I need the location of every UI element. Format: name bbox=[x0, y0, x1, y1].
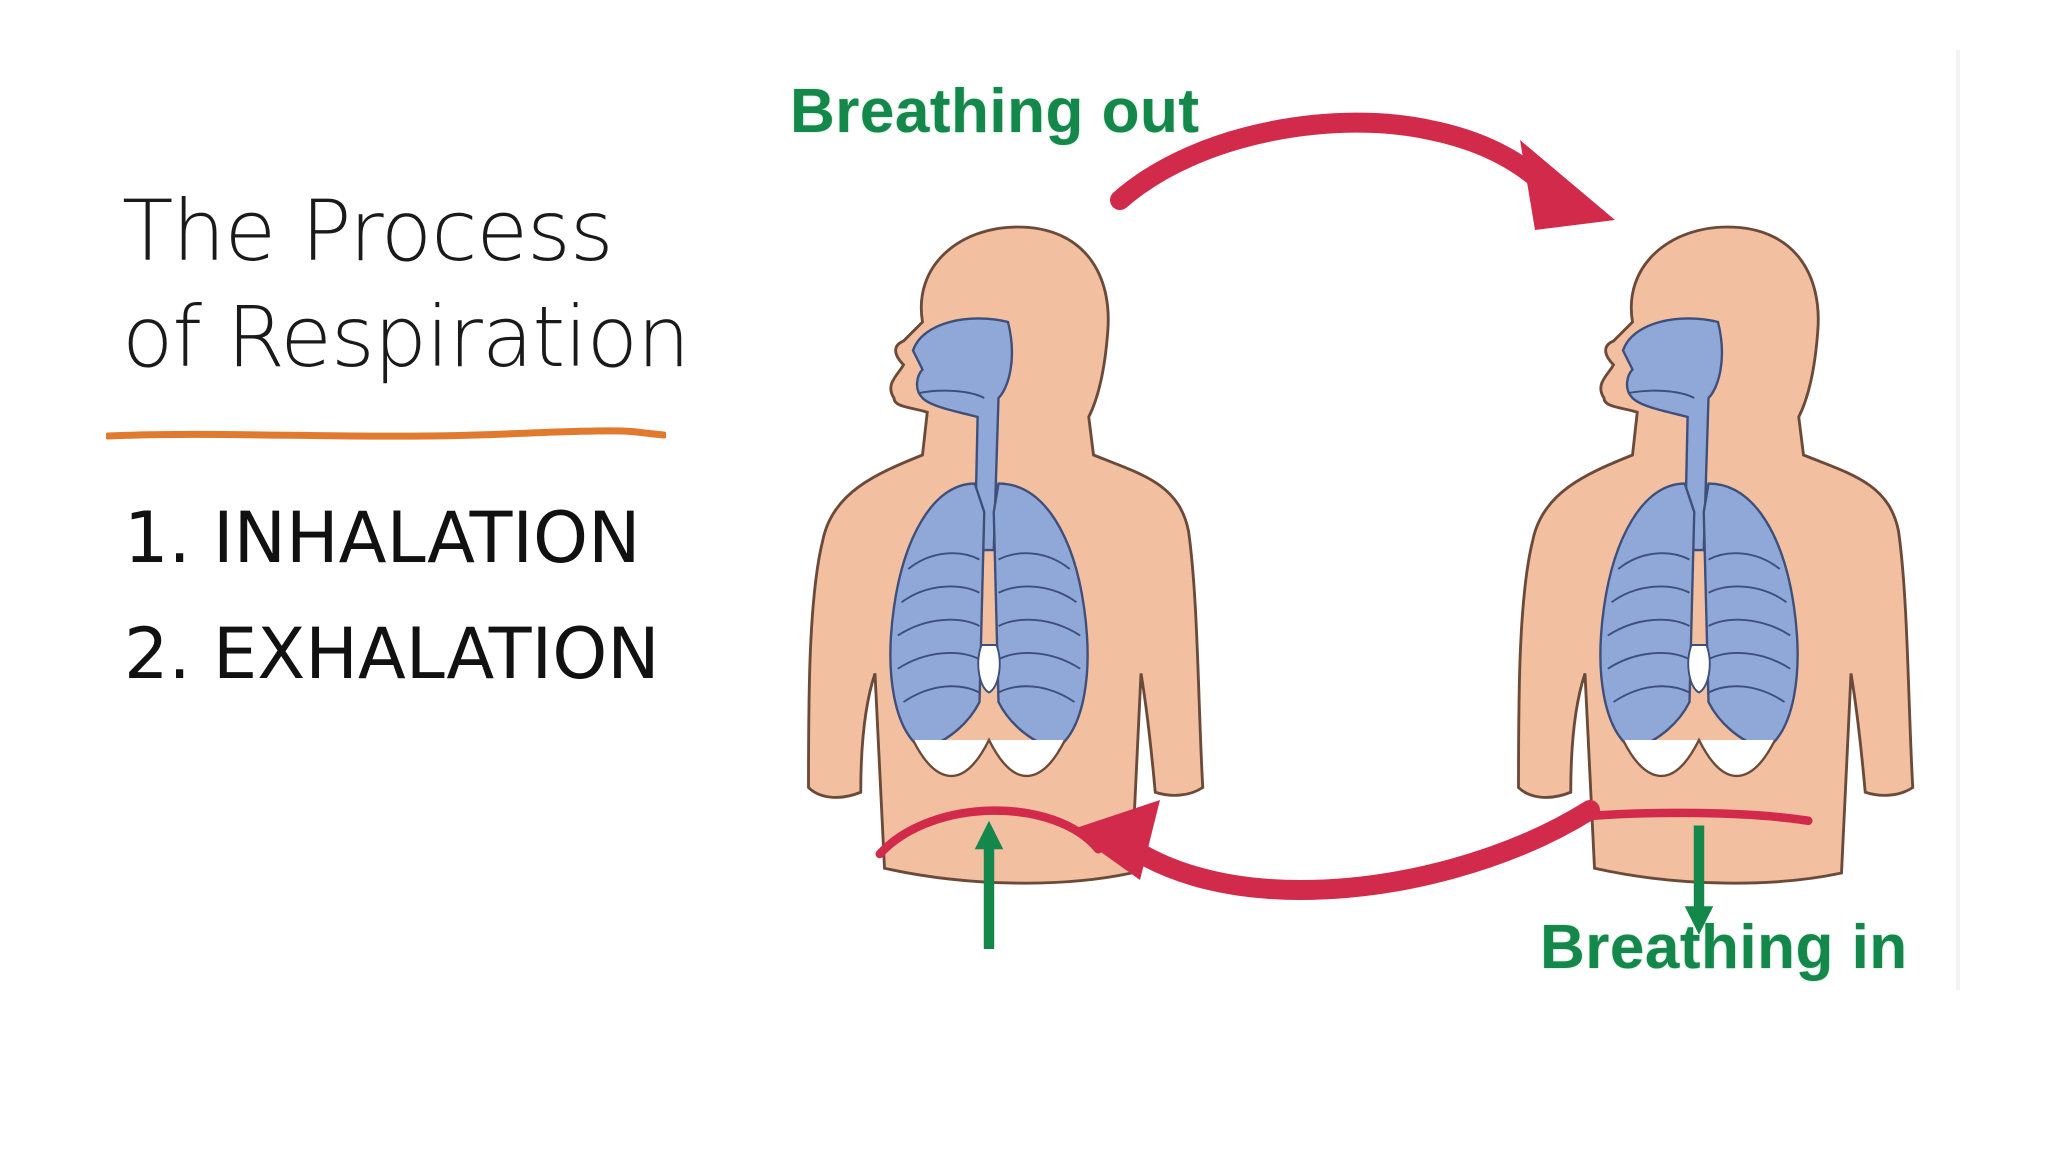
diagram-edge bbox=[1956, 50, 1960, 990]
title-line-2: of Respiration bbox=[122, 288, 690, 386]
figure-breathing-in bbox=[1517, 225, 1915, 935]
list-item-exhalation: 2. EXHALATION bbox=[124, 613, 660, 695]
diaphragm-flat bbox=[1585, 808, 1813, 826]
label-breathing-out: Breathing out bbox=[790, 77, 1200, 146]
title-line-1: The Process bbox=[122, 182, 614, 280]
list-item-inhalation: 1. INHALATION bbox=[124, 497, 641, 579]
respiration-steps-list: 1. INHALATION 2. EXHALATION bbox=[124, 480, 684, 712]
title-underline bbox=[106, 427, 666, 440]
breathing-illustration bbox=[807, 112, 1915, 950]
breathing-diagram: Breathing out Breathing in bbox=[780, 40, 1960, 1000]
label-breathing-in: Breathing in bbox=[1540, 913, 1908, 982]
cycle-arrow-bottom bbox=[1070, 800, 1600, 901]
diaphragm-up-arrow bbox=[974, 820, 1004, 950]
slide-title: The Process of Respiration bbox=[122, 178, 702, 390]
cycle-arrow-top bbox=[1110, 112, 1615, 230]
diaphragm-down-arrow bbox=[1684, 825, 1714, 935]
